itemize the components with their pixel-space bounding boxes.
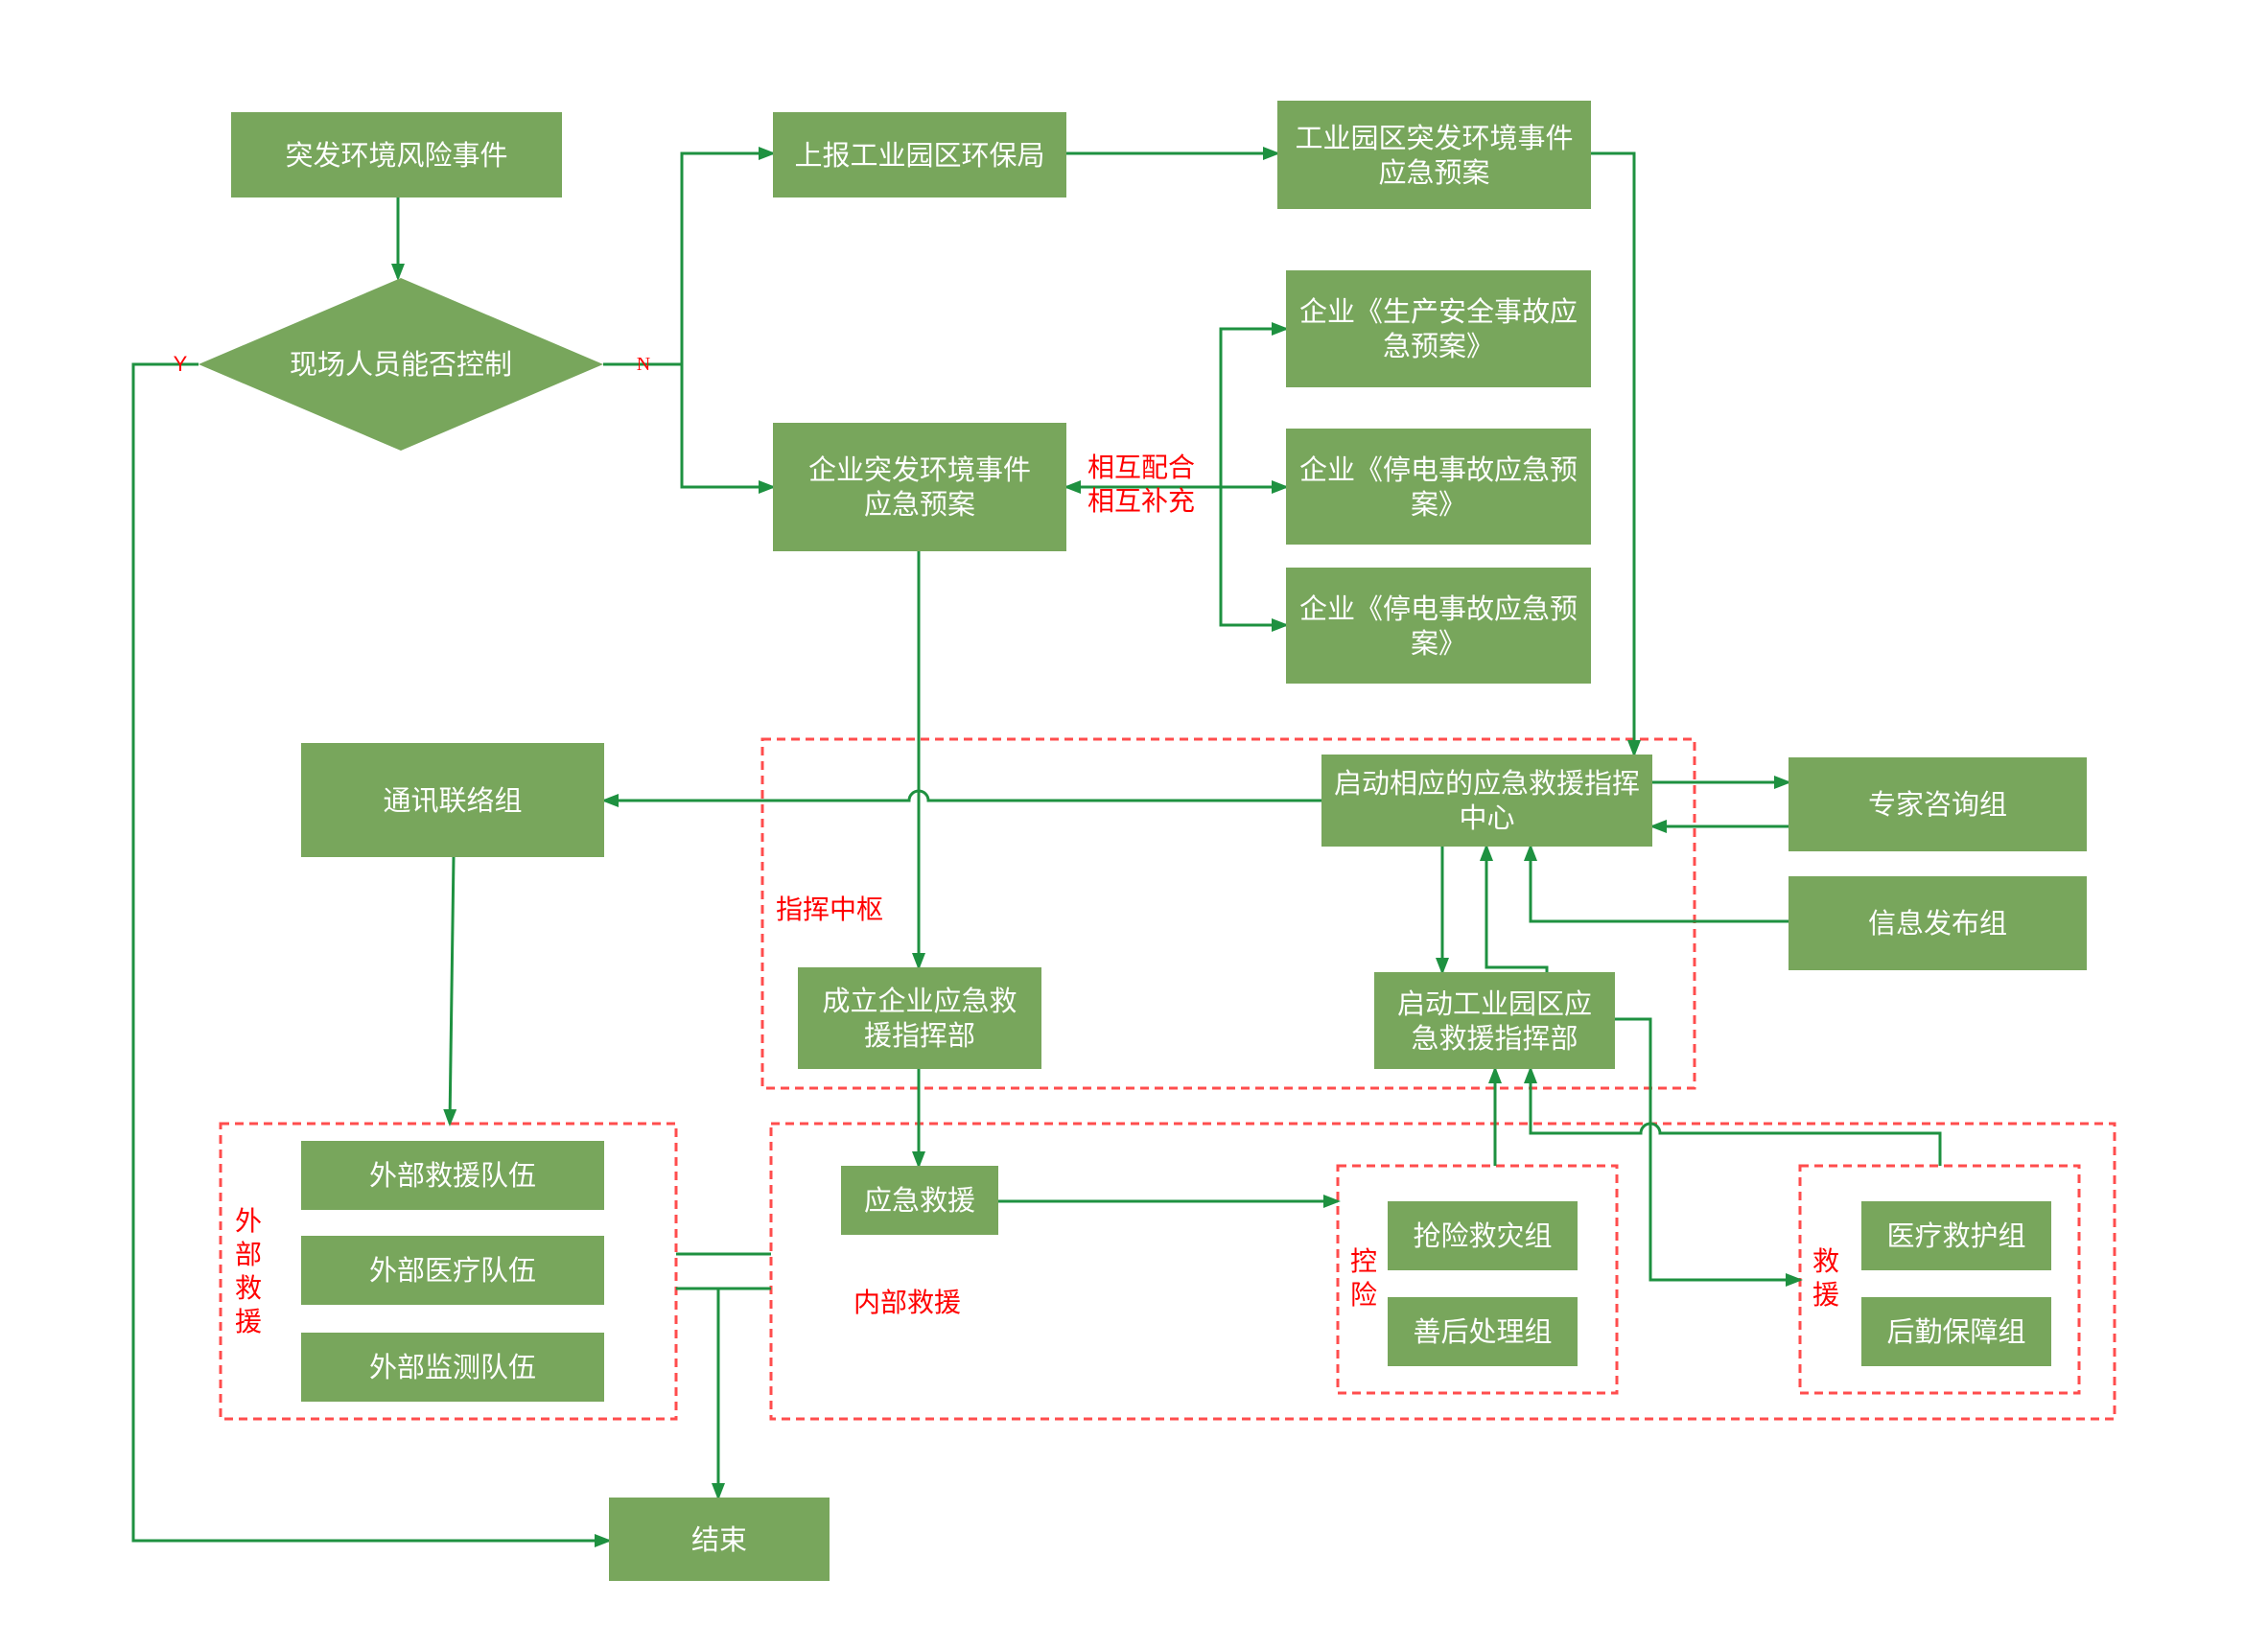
risk-control-label: 控险 — [1349, 1245, 1377, 1311]
end-label: 结束 — [690, 1522, 747, 1556]
ext-monitor-team-label: 外部监测队伍 — [368, 1351, 536, 1383]
power-plan-label-2: 企业《停电事故应急预案》 — [1298, 592, 1578, 660]
decision-node: 现场人员能否控制 — [199, 278, 603, 451]
ext-medical-team-label: 外部医疗队伍 — [368, 1254, 536, 1287]
expert-group-node: 专家咨询组 — [1789, 757, 2087, 851]
no-label: N — [636, 354, 651, 375]
command-center-node: 启动相应的应急救援指挥中心 — [1321, 755, 1652, 847]
medical-group-node: 医疗救护组 — [1861, 1201, 2051, 1270]
connector-to-safety-plan — [1219, 322, 1289, 487]
end-node: 结束 — [609, 1498, 830, 1581]
supplement-label: 相互补充 — [1087, 485, 1196, 517]
rescue-label: 救援 — [1812, 1245, 1839, 1311]
decision-diamond-shape — [199, 278, 603, 451]
connector-no-to-report — [603, 147, 776, 366]
power-plan-label-1: 企业《停电事故应急预案》 — [1298, 453, 1578, 521]
connector-rescue-group-to-park-hq — [1524, 1066, 1942, 1166]
connector-to-power-plan-2 — [1219, 487, 1289, 632]
mutual-relation-label: 相互配合 相互补充 — [1087, 451, 1195, 518]
cooperate-label: 相互配合 — [1087, 452, 1196, 483]
aftermath-group-node: 善后处理组 — [1388, 1297, 1578, 1366]
emergency-rescue-label: 应急救援 — [863, 1184, 975, 1217]
park-hq-label: 启动工业园区应急救援指挥部 — [1396, 987, 1592, 1055]
enterprise-hq-node: 成立企业应急救援指挥部 — [798, 967, 1041, 1069]
enterprise-plan-label: 企业突发环境事件应急预案 — [807, 453, 1031, 521]
logistics-group-node: 后勤保障组 — [1861, 1297, 2051, 1366]
ext-rescue-team-node: 外部救援队伍 — [301, 1141, 604, 1210]
logistics-group-label: 后勤保障组 — [1886, 1315, 2026, 1348]
ext-rescue-team-label: 外部救援队伍 — [368, 1159, 536, 1192]
safety-plan-node: 企业《生产安全事故应急预案》 — [1286, 270, 1591, 387]
external-rescue-label: 外部救援 — [234, 1205, 262, 1337]
park-plan-label: 工业园区突发环境事件应急预案 — [1295, 121, 1574, 189]
comms-group-node: 通讯联络组 — [301, 743, 604, 857]
internal-rescue-label: 内部救援 — [853, 1287, 962, 1318]
park-hq-node: 启动工业园区应急救援指挥部 — [1374, 972, 1615, 1069]
connector-yes-to-end — [131, 362, 612, 1547]
event-label: 突发环境风险事件 — [285, 138, 508, 172]
info-group-node: 信息发布组 — [1789, 876, 2087, 970]
rescue-disaster-group-node: 抢险救灾组 — [1388, 1201, 1578, 1270]
event-node: 突发环境风险事件 — [231, 112, 562, 197]
park-plan-node: 工业园区突发环境事件应急预案 — [1277, 101, 1591, 209]
external-rescue-group-frame — [219, 1122, 678, 1421]
connector-comms-to-external-rescue — [443, 856, 457, 1126]
decision-label: 现场人员能否控制 — [289, 348, 512, 381]
connector-command-center-to-comms — [601, 789, 1321, 807]
enterprise-plan-node: 企业突发环境事件应急预案 — [773, 423, 1066, 551]
command-hub-label: 指挥中枢 — [776, 894, 884, 925]
expert-group-label: 专家咨询组 — [1867, 788, 2007, 821]
enterprise-hq-label: 成立企业应急救援指挥部 — [822, 985, 1017, 1052]
aftermath-group-label: 善后处理组 — [1413, 1315, 1553, 1348]
ext-monitor-team-node: 外部监测队伍 — [301, 1333, 604, 1402]
emergency-rescue-node: 应急救援 — [841, 1166, 998, 1235]
info-group-label: 信息发布组 — [1867, 907, 2007, 940]
yes-label: Y — [173, 352, 188, 376]
connector-park-hq-to-rescue-group — [1615, 1017, 1803, 1287]
report-label: 上报工业园区环保局 — [794, 138, 1045, 172]
connector-park-plan-to-command-center — [1591, 151, 1641, 757]
connector-info-to-command-center — [1524, 844, 1789, 923]
connector-no-to-enterprise-plan — [680, 364, 776, 494]
medical-group-label: 医疗救护组 — [1886, 1219, 2026, 1252]
connector-park-hq-to-command-center — [1480, 844, 1549, 972]
safety-plan-label: 企业《生产安全事故应急预案》 — [1298, 295, 1578, 362]
command-center-label: 启动相应的应急救援指挥中心 — [1333, 767, 1640, 834]
command-hub-group-frame — [760, 737, 1696, 1090]
ext-medical-team-node: 外部医疗队伍 — [301, 1236, 604, 1305]
risk-control-group-frame — [1336, 1164, 1619, 1395]
power-plan-node-2: 企业《停电事故应急预案》 — [1286, 568, 1591, 684]
report-node: 上报工业园区环保局 — [773, 112, 1066, 197]
internal-rescue-group-frame — [769, 1122, 2116, 1421]
rescue-disaster-group-label: 抢险救灾组 — [1413, 1219, 1553, 1252]
power-plan-node-1: 企业《停电事故应急预案》 — [1286, 429, 1591, 545]
comms-group-label: 通讯联络组 — [383, 783, 523, 817]
